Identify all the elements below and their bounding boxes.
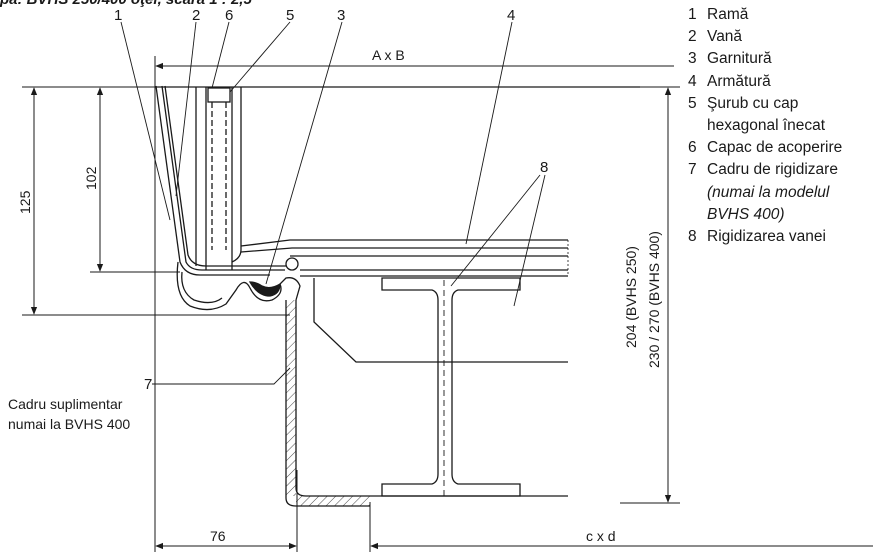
leader-lines bbox=[120, 21, 546, 385]
callout-labels: 1 2 6 5 3 4 8 7 bbox=[114, 7, 548, 393]
dim-125-label: 125 bbox=[17, 190, 33, 214]
bottom-curl bbox=[176, 261, 301, 311]
callout-7: 7 bbox=[144, 376, 152, 393]
frame7-hatch bbox=[286, 300, 296, 496]
dim-height-400-label: 230 / 270 (BVHS 400) bbox=[646, 231, 662, 368]
frame-inner-wall bbox=[161, 85, 285, 271]
figure-title: pa: BVHS 250/400 oţel, scara 1 : 2,5 bbox=[0, 0, 252, 8]
frame7-outer bbox=[285, 300, 370, 507]
leader-8b bbox=[513, 174, 546, 307]
reinforcement-bottom bbox=[240, 247, 568, 253]
frame7-hatch-bottom bbox=[296, 496, 370, 506]
bolt-shank-hidden bbox=[211, 102, 227, 250]
dim-102-label: 102 bbox=[83, 166, 99, 190]
valve-wall bbox=[164, 85, 290, 267]
profile-geometry bbox=[155, 85, 640, 507]
leader-1 bbox=[120, 21, 171, 221]
i-beam bbox=[381, 277, 521, 497]
callout-6: 6 bbox=[225, 7, 233, 24]
dim-height-250-label: 204 (BVHS 250) bbox=[623, 246, 639, 348]
gasket-bead bbox=[285, 257, 299, 271]
bottom-curl-inner bbox=[181, 271, 223, 304]
callout-1: 1 bbox=[114, 7, 122, 24]
frame-outer-wall bbox=[155, 85, 270, 276]
leader-6 bbox=[211, 21, 230, 89]
dim-cxd-label: c x d bbox=[586, 528, 616, 544]
reinforcement-top bbox=[240, 239, 568, 247]
leader-4 bbox=[465, 21, 513, 245]
leader-3 bbox=[265, 21, 343, 285]
leader-5 bbox=[229, 21, 291, 93]
dimension-lines bbox=[22, 56, 873, 552]
note-line-1: Cadru suplimentar bbox=[8, 396, 123, 412]
bolt-head bbox=[207, 87, 231, 103]
dim-axb-label: A x B bbox=[372, 47, 405, 63]
frame7-inner bbox=[295, 300, 568, 497]
stiffener-step bbox=[313, 278, 568, 363]
callout-4: 4 bbox=[507, 7, 515, 24]
gasket bbox=[248, 281, 281, 297]
callout-2: 2 bbox=[192, 7, 200, 24]
leader-7 bbox=[152, 367, 291, 385]
dimension-labels: A x B 76 c x d 125 102 204 (BVHS 250) 23… bbox=[17, 47, 662, 544]
callout-3: 3 bbox=[337, 7, 345, 24]
dim-76-label: 76 bbox=[210, 528, 226, 544]
additional-frame-note: Cadru suplimentar numai la BVHS 400 bbox=[8, 394, 130, 434]
leader-2 bbox=[175, 21, 197, 197]
leader-8a bbox=[450, 174, 541, 287]
callout-8: 8 bbox=[540, 159, 548, 176]
callout-5: 5 bbox=[286, 7, 294, 24]
housing-right bbox=[231, 87, 242, 263]
note-line-2: numai la BVHS 400 bbox=[8, 416, 131, 432]
